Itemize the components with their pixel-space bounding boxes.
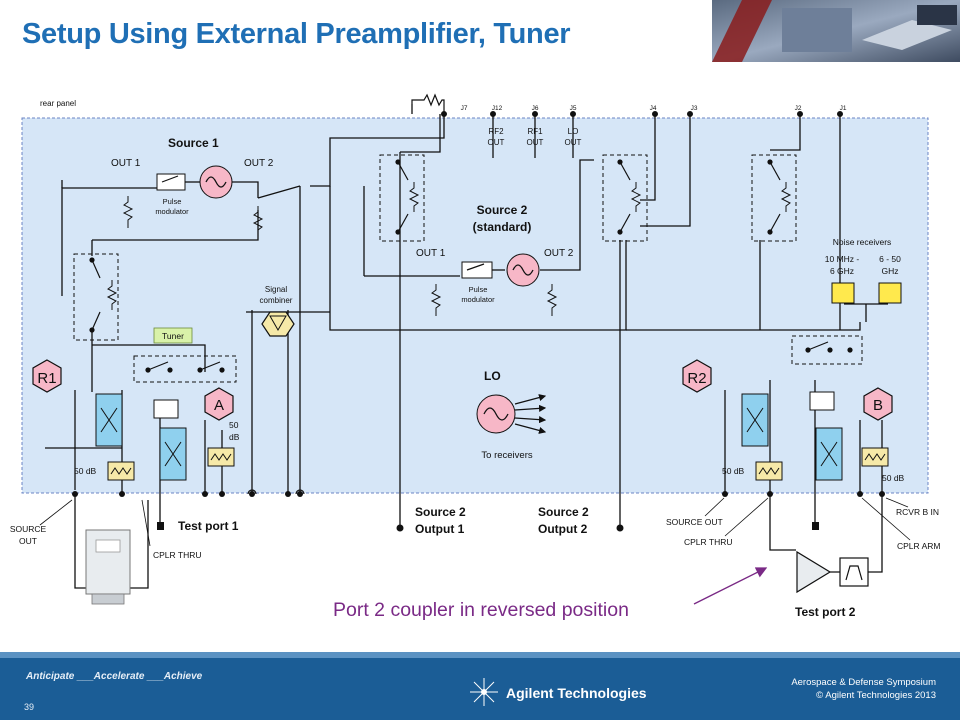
test-port-1-label[interactable]: Test port 1 (178, 519, 239, 533)
attenuator-a-label-1: 50 (229, 420, 239, 430)
header-banner-image (712, 0, 960, 62)
receiver-r1: R1 (32, 359, 62, 393)
source2-output1-label-1: Source 2 (415, 505, 466, 519)
noise-band2-line2: GHz (882, 266, 899, 276)
receiver-b: B (863, 387, 893, 421)
receiver-r2: R2 (682, 359, 712, 393)
jack-label-j4: J4 (650, 105, 657, 112)
signal-combiner-icon (261, 311, 295, 337)
receiver-b-label: B (873, 397, 883, 414)
source2-output2-label-1: Source 2 (538, 505, 589, 519)
receiver-r1-label: R1 (37, 370, 56, 387)
slide-title: Setup Using External Preamplifier, Tuner (22, 18, 571, 50)
agilent-spark-logo (470, 678, 498, 706)
footer-tagline: Anticipate ___Accelerate ___Achieve (26, 671, 203, 682)
source2-out1: OUT 1 (416, 248, 446, 259)
receiver-a: A (204, 387, 234, 421)
symposium-credit: Aerospace & Defense Symposium © Agilent … (791, 676, 936, 702)
jack-label-j7: J7 (461, 105, 468, 112)
source1-modulator-label-1: Pulse (163, 197, 182, 206)
agilent-brand-name: Agilent Technologies (506, 685, 647, 701)
bandpass-filter-icon (839, 557, 869, 587)
jack-label-j1: J1 (840, 105, 847, 112)
receiver-r2-label: R2 (687, 370, 706, 387)
source1-pulse-modulator (156, 173, 186, 191)
source-out-left-label-2: OUT (19, 536, 37, 546)
noise-receiver-low-band (831, 282, 855, 304)
bias-tee-left (153, 399, 179, 419)
jack-label-j6: J6 (532, 105, 539, 112)
rf2-out-label-1: RF2 (488, 127, 504, 136)
noise-receiver-high-band (878, 282, 902, 304)
source2-output1-label-2: Output 1 (415, 522, 465, 536)
noise-band1-line1: 10 MHz - (825, 254, 860, 264)
annotation-arrow (693, 567, 768, 605)
rf2-out-label-2: OUT (488, 138, 505, 147)
attenuator-r2-label: 50 dB (722, 466, 745, 476)
external-preamplifier (769, 496, 883, 594)
source1-modulator-label-2: modulator (155, 207, 189, 216)
footer-accent-band (0, 652, 960, 658)
source-out-right-label: SOURCE OUT (666, 517, 723, 527)
lo-title: LO (484, 369, 501, 383)
jack-label-j3: J3 (691, 105, 698, 112)
source2-out2: OUT 2 (544, 248, 574, 259)
test-port-2-label[interactable]: Test port 2 (795, 605, 856, 619)
tuner-box[interactable] (153, 327, 193, 344)
noise-band2-line1: 6 - 50 (879, 254, 901, 264)
symposium-line-2: © Agilent Technologies 2013 (816, 690, 936, 701)
external-coupler-device (74, 494, 149, 605)
attenuator-a-label-2: dB (229, 432, 240, 442)
source1-out2: OUT 2 (244, 158, 274, 169)
rear-panel-jacks (441, 111, 843, 117)
symposium-line-1: Aerospace & Defense Symposium (791, 677, 936, 688)
source2-title-1: Source 2 (477, 203, 528, 217)
couplers (95, 393, 843, 481)
source2-modulator-label-2: modulator (461, 295, 495, 304)
source-out-left-label-1: SOURCE (10, 524, 47, 534)
rcvr-b-in-label: RCVR B IN (896, 507, 939, 517)
source1-title: Source 1 (168, 136, 219, 150)
coupler-b (815, 427, 843, 481)
lo-caption: To receivers (481, 450, 532, 461)
slide-number: 39 (24, 702, 35, 712)
jack-label-j12: J12 (492, 105, 503, 112)
noise-receivers-title: Noise receivers (833, 237, 892, 247)
source2-pulse-modulator (461, 261, 493, 279)
source2-modulator-label-1: Pulse (469, 285, 488, 294)
receiver-a-label: A (214, 397, 224, 414)
signal-combiner-label-1: Signal (265, 285, 287, 294)
source2-output2-label-2: Output 2 (538, 522, 588, 536)
bias-tee-right (809, 391, 835, 411)
port2-coupler-annotation: Port 2 coupler in reversed position (333, 599, 629, 621)
source2-title-2: (standard) (473, 220, 532, 234)
jack-label-j2: J2 (795, 105, 802, 112)
cplr-thru-left-label: CPLR THRU (153, 550, 202, 560)
rear-panel-label: rear panel (40, 99, 76, 108)
noise-band1-line2: 6 GHz (830, 266, 854, 276)
signal-combiner-label-2: combiner (260, 296, 293, 305)
cplr-arm-label: CPLR ARM (897, 541, 940, 551)
footer-bar (0, 652, 960, 720)
jack-label-j5: J5 (570, 105, 577, 112)
tuner-label: Tuner (162, 331, 184, 341)
attenuator-r1-label: 50 dB (74, 466, 97, 476)
attenuator-b-label: 50 dB (882, 473, 905, 483)
cplr-thru-right-label: CPLR THRU (684, 537, 733, 547)
source1-out1: OUT 1 (111, 158, 141, 169)
